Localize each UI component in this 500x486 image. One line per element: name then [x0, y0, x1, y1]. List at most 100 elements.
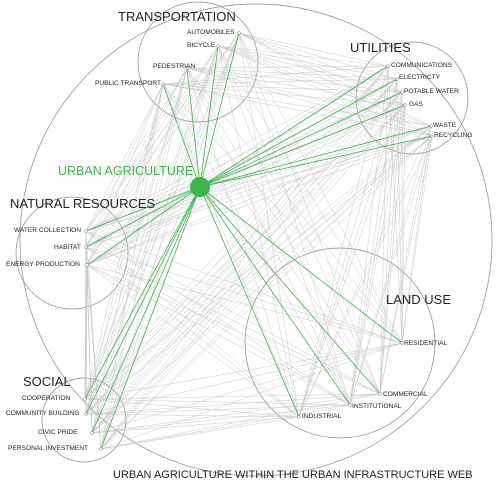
social-cluster-circle — [41, 377, 127, 463]
gray-edge — [186, 67, 381, 395]
node-label-personal-investment: PERSONAL INVESTMENT — [8, 445, 88, 452]
gray-edge — [86, 264, 381, 395]
gray-edge — [238, 32, 389, 67]
diagram-caption: URBAN AGRICULTURE WITHIN THE URBAN INFRA… — [113, 469, 473, 481]
green-edge — [100, 186, 201, 450]
gray-edge — [238, 32, 351, 406]
node-dots — [83, 31, 434, 451]
green-edge — [199, 186, 381, 395]
land-use-title: LAND USE — [386, 292, 451, 307]
gray-edge — [396, 78, 403, 344]
gray-edge — [162, 83, 351, 406]
gray-edge — [217, 45, 381, 395]
node-label-institutional: INSTITUTIONAL — [352, 403, 402, 410]
gray-edge — [238, 32, 403, 344]
gray-edge — [86, 264, 93, 434]
node-label-potable-water: POTABLE WATER — [404, 88, 459, 95]
gray-edge — [238, 32, 381, 395]
node-dot-commercial — [378, 392, 382, 396]
gray-edge — [238, 32, 398, 80]
natural-resources-cluster-circle — [15, 196, 129, 310]
gray-edge — [100, 65, 389, 450]
gray-edge — [85, 246, 351, 406]
green-edge — [91, 186, 201, 434]
gray-edge — [85, 83, 164, 248]
gray-edge — [84, 398, 300, 418]
urban-agriculture-label: URBAN AGRICULTURE — [58, 164, 193, 178]
node-dot-habitat — [84, 245, 88, 249]
gray-edge — [401, 125, 432, 344]
gray-edge — [85, 67, 188, 248]
gray-edge — [85, 342, 403, 415]
gray-edge — [100, 125, 432, 450]
node-dot-waste — [429, 124, 433, 128]
green-edge — [199, 32, 240, 188]
node-label-commercial: COMMERCIAL — [383, 391, 428, 398]
green-edge — [186, 67, 201, 188]
gray-edge — [86, 91, 403, 266]
node-label-residential: RESIDENTIAL — [404, 340, 448, 347]
node-label-communications: COMMUNICATIONS — [391, 62, 453, 69]
node-dot-water-collection — [84, 229, 88, 233]
urban-agriculture-node — [190, 177, 210, 197]
gray-edge — [349, 135, 433, 406]
gray-edge — [86, 264, 351, 406]
gray-edge — [91, 32, 240, 434]
gray-edge — [85, 135, 433, 415]
green-edge — [199, 186, 300, 418]
node-label-recycling: RECYCLING — [434, 132, 472, 139]
gray-edge — [86, 135, 433, 266]
transportation-title: TRANSPORTATION — [118, 9, 236, 24]
gray-edge — [85, 230, 381, 395]
gray-edge — [85, 83, 164, 415]
gray-edge — [298, 104, 406, 418]
gray-edge — [85, 104, 406, 415]
gray-edge — [379, 91, 403, 395]
gray-edge — [186, 67, 351, 406]
gray-edge — [162, 78, 398, 85]
gray-edge — [84, 91, 403, 400]
gray-edge — [84, 78, 398, 400]
gray-edge — [91, 78, 398, 434]
gray-edge — [85, 246, 300, 418]
gray-edge — [86, 32, 240, 266]
gray-edge — [91, 67, 188, 434]
gray-edge — [349, 104, 406, 406]
node-label-waste: WASTE — [433, 122, 457, 129]
node-dot-communications — [386, 64, 390, 68]
gray-edge — [84, 135, 433, 400]
gray-edge — [84, 125, 432, 400]
gray-edge — [85, 104, 406, 248]
green-edge — [199, 135, 433, 188]
node-dot-potable-water — [400, 90, 404, 94]
node-dot-gas — [403, 103, 407, 107]
outer-web-circle — [19, 3, 493, 477]
node-label-public-transport: PUBLIC TRANSPORT — [95, 80, 161, 87]
node-label-community-building: COMMUNITY BUILDING — [6, 410, 80, 417]
gray-edge — [349, 65, 389, 406]
gray-edge — [100, 91, 403, 450]
gray-edge — [85, 45, 219, 248]
gray-edge — [85, 32, 240, 248]
gray-edge — [91, 135, 433, 434]
gray-edge — [91, 125, 432, 434]
gray-edge — [85, 246, 381, 395]
gray-edge — [217, 45, 300, 418]
node-dot-automobiles — [237, 31, 241, 35]
gray-edge — [84, 83, 164, 400]
node-label-civic-pride: CIVIC PRIDE — [38, 429, 78, 436]
gray-edge — [349, 91, 403, 406]
green-edge — [199, 125, 432, 188]
gray-edge — [85, 246, 403, 344]
gray-edge — [100, 416, 300, 450]
gray-edge — [86, 264, 102, 450]
gray-edge — [91, 104, 406, 434]
green-edge — [199, 78, 398, 188]
node-dot-cooperation — [83, 397, 87, 401]
gray-edge — [84, 65, 389, 400]
gray-edge — [91, 393, 381, 434]
gray-edge — [84, 398, 351, 406]
node-dot-electricty — [395, 77, 399, 81]
gray-edge — [85, 78, 398, 415]
